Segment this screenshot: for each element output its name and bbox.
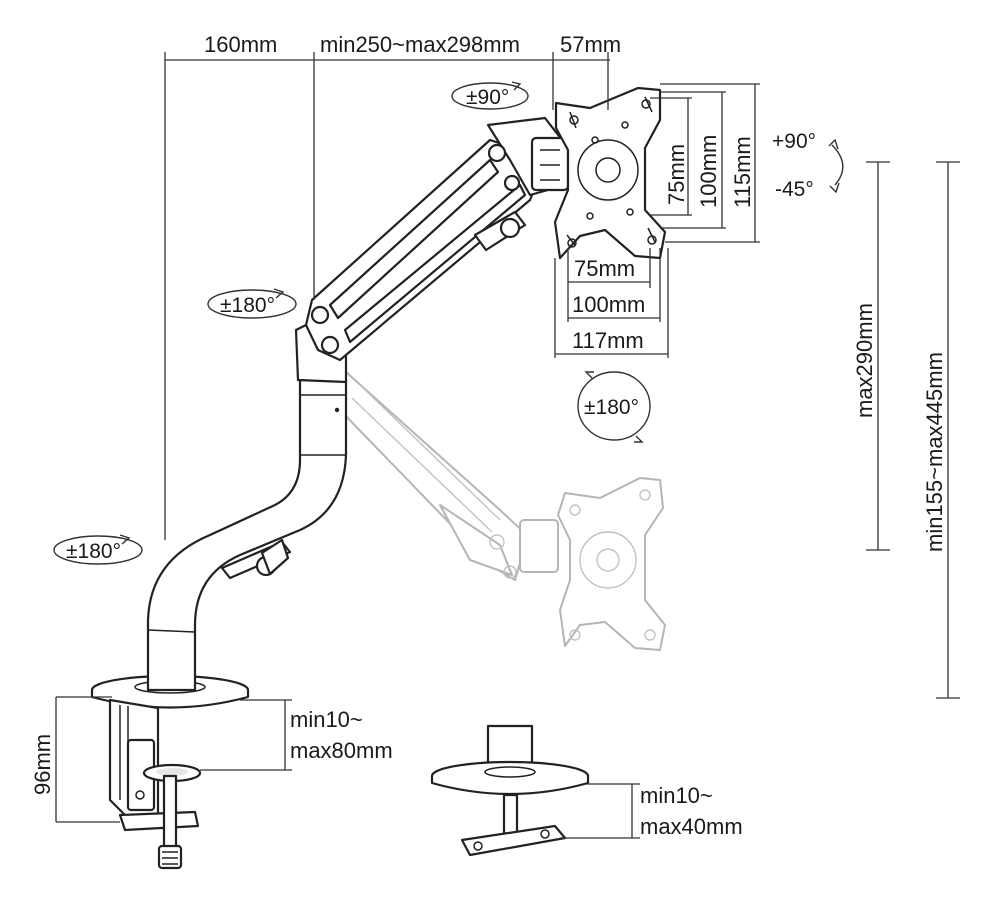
grommet-mount xyxy=(430,724,590,857)
label-tilt-up: +90° xyxy=(772,130,816,153)
label-height-max: max290mm xyxy=(852,303,877,418)
label-elbow-rotation: ±180° xyxy=(220,294,275,317)
dimension-lines xyxy=(55,52,960,839)
label-vesa-h-75: 75mm xyxy=(574,256,635,281)
label-arm-reach: min250~max298mm xyxy=(320,32,520,57)
label-grommet-range-b: max40mm xyxy=(640,814,743,839)
label-vesa-v-115: 115mm xyxy=(730,136,755,208)
label-screen-rotation: ±180° xyxy=(584,396,639,419)
label-grommet-range-a: min10~ xyxy=(640,783,713,808)
label-vesa-v-100: 100mm xyxy=(696,135,721,208)
rotation-indicators xyxy=(53,81,844,565)
label-clamp-range-b: max80mm xyxy=(290,738,393,763)
ghost-arm-position xyxy=(339,371,666,651)
label-tilt-down: -45° xyxy=(775,178,814,201)
label-head-swivel: ±90° xyxy=(466,86,509,109)
label-vesa-v-75: 75mm xyxy=(664,144,689,205)
label-57mm: 57mm xyxy=(560,32,621,57)
label-height-range: min155~max445mm xyxy=(922,352,947,552)
gas-spring-arm xyxy=(304,116,570,362)
label-vesa-h-117: 117mm xyxy=(572,328,644,353)
rotation-labels: ±90° +90° -45° ±180° ±180° ±180° xyxy=(66,86,816,563)
desk-clamp xyxy=(90,674,250,870)
vesa-plate xyxy=(553,86,667,260)
arm-pole xyxy=(146,316,348,692)
label-160mm: 160mm xyxy=(204,32,277,57)
label-clamp-96mm: 96mm xyxy=(30,734,55,795)
label-clamp-range-a: min10~ xyxy=(290,707,363,732)
dimension-labels: 160mm min250~max298mm 57mm 75mm 100mm 11… xyxy=(30,32,947,839)
label-vesa-h-100: 100mm xyxy=(572,292,645,317)
label-pole-rotation: ±180° xyxy=(66,540,121,563)
